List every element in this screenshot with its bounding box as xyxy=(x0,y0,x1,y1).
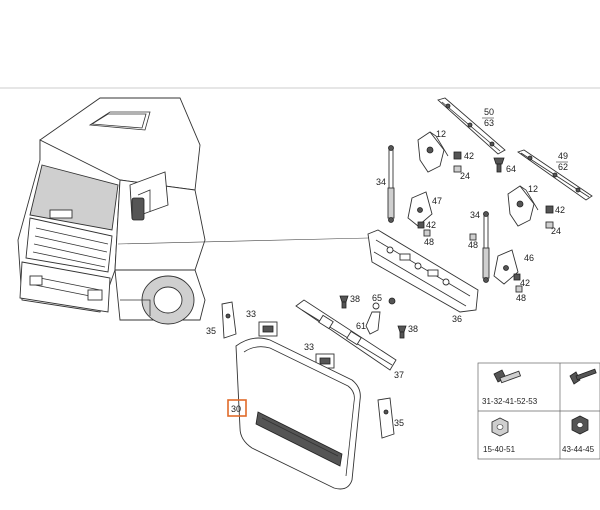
label-34-a: 34 xyxy=(376,177,386,187)
legend-cell-2: 15-40-51 xyxy=(483,445,516,454)
bracket-35-left xyxy=(221,301,237,339)
label-47: 47 xyxy=(432,196,442,206)
hinge-47 xyxy=(407,191,433,227)
label-42-c: 42 xyxy=(426,220,436,230)
label-48-a: 48 xyxy=(424,237,434,247)
gas-strut-right xyxy=(482,211,490,283)
label-49: 49 xyxy=(558,151,568,161)
label-42-a: 42 xyxy=(464,151,474,161)
label-50: 50 xyxy=(484,107,494,117)
label-30-highlight[interactable]: 30 xyxy=(227,399,247,417)
label-48-b: 48 xyxy=(468,240,478,250)
label-33-a: 33 xyxy=(246,309,256,319)
legend-cell-3: 43-44-45 xyxy=(562,445,595,454)
bolts-rail xyxy=(339,295,407,339)
label-65: 65 xyxy=(372,293,382,303)
label-30: 30 xyxy=(231,404,241,414)
strip-upper xyxy=(437,97,506,155)
highlight-box xyxy=(227,399,247,417)
label-12-a: 12 xyxy=(436,129,446,139)
fasteners xyxy=(417,151,554,293)
rail-37 xyxy=(295,299,397,371)
label-24-a: 24 xyxy=(460,171,470,181)
bracket-12-right xyxy=(507,185,539,227)
label-64: 64 xyxy=(506,164,516,174)
leader-cab xyxy=(117,237,369,245)
legend-cell-1: 31-32-41-52-53 xyxy=(482,397,538,406)
fastener-legend: 31-32-41-52-53 15-40-51 43-44-45 xyxy=(477,362,600,460)
label-12-b: 12 xyxy=(528,184,538,194)
label-61: 61 xyxy=(356,321,366,331)
hinge-46 xyxy=(493,249,519,285)
front-panel-30 xyxy=(235,337,361,490)
truck-cab xyxy=(17,97,206,325)
label-38-a: 38 xyxy=(350,294,360,304)
label-35-b: 35 xyxy=(394,418,404,428)
washer-icon xyxy=(571,415,589,435)
bolt-icon xyxy=(493,369,522,384)
label-62: 62 xyxy=(558,162,568,172)
part-labels: 50 63 49 62 12 12 42 24 64 42 24 34 34 4… xyxy=(206,107,568,428)
gas-strut-left xyxy=(387,145,395,223)
bracket-35-right xyxy=(377,397,395,439)
label-24-b: 24 xyxy=(551,226,561,236)
label-42-d: 42 xyxy=(520,278,530,288)
latch-33-top xyxy=(258,321,278,337)
label-46: 46 xyxy=(524,253,534,263)
bracket-12-left xyxy=(417,131,449,173)
label-34-b: 34 xyxy=(470,210,480,220)
label-35-a: 35 xyxy=(206,326,216,336)
label-38-b: 38 xyxy=(408,324,418,334)
label-37: 37 xyxy=(394,370,404,380)
label-48-c: 48 xyxy=(516,293,526,303)
strip-lower xyxy=(517,149,593,201)
nut-icon xyxy=(491,417,509,437)
screw-icon xyxy=(569,368,597,385)
frame-36 xyxy=(367,229,479,313)
label-36: 36 xyxy=(452,314,462,324)
label-42-b: 42 xyxy=(555,205,565,215)
label-63: 63 xyxy=(484,118,494,128)
label-33-b: 33 xyxy=(304,342,314,352)
